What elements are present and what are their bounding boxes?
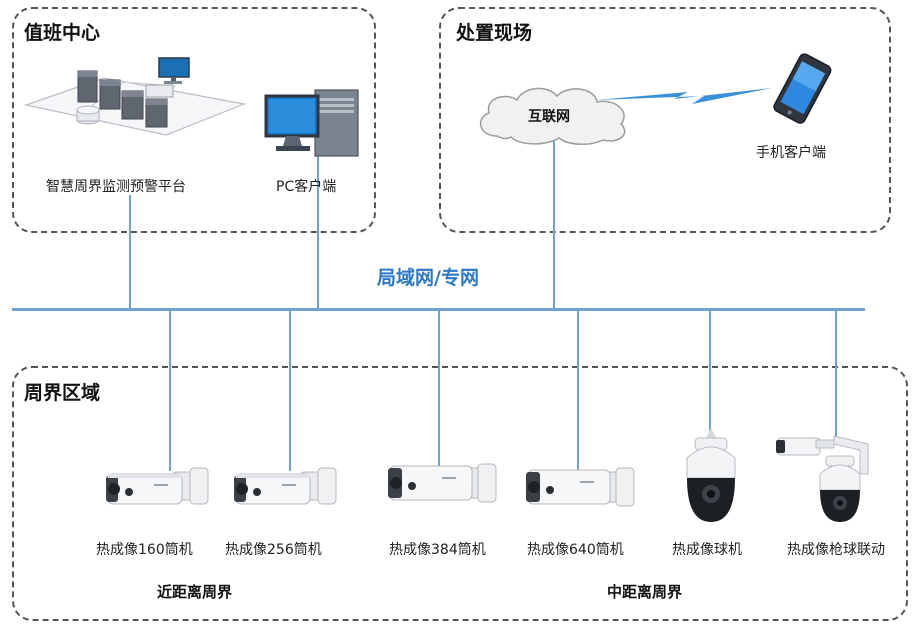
bullet-camera-icon (388, 463, 497, 503)
disposal-site-title: 处置现场 (456, 22, 533, 44)
camera-label: 热成像枪球联动 (787, 542, 885, 558)
desktop-computer-icon (264, 89, 359, 157)
camera-5-connector (709, 311, 711, 437)
duty-center-title: 值班中心 (24, 22, 101, 44)
network-title: 局域网/专网 (377, 267, 479, 289)
network-bus-line (12, 308, 865, 311)
camera-label: 热成像640筒机 (527, 542, 624, 558)
server-cluster-icon (23, 57, 247, 136)
camera-1-connector (169, 311, 171, 471)
camera-label: 热成像256筒机 (225, 542, 322, 558)
camera-2-connector (289, 311, 291, 471)
bullet-dome-linkage-icon (776, 435, 869, 522)
bullet-camera-icon (106, 467, 209, 505)
platform-connector (129, 195, 131, 309)
camera-3-connector (438, 311, 440, 466)
duty-center-zone (12, 7, 376, 233)
camera-6-connector (835, 311, 837, 439)
disposal-site-zone (439, 7, 891, 233)
camera-4-connector (577, 311, 579, 471)
bullet-camera-icon (526, 467, 635, 507)
near-range-label: 近距离周界 (157, 583, 233, 601)
mobile-client-label: 手机客户端 (756, 145, 826, 161)
camera-label: 热成像384筒机 (389, 542, 486, 558)
mobile-phone-icon (773, 53, 832, 124)
pc-connector (317, 150, 319, 309)
bullet-camera-icon (234, 467, 337, 505)
platform-label: 智慧周界监测预警平台 (46, 179, 186, 195)
dome-camera-icon (686, 428, 736, 522)
perimeter-area-title: 周界区域 (24, 382, 101, 404)
pc-client-label: PC客户端 (276, 179, 337, 195)
perimeter-area-zone (12, 366, 908, 621)
internet-cloud-icon (479, 87, 626, 145)
camera-label: 热成像球机 (672, 542, 742, 558)
camera-label: 热成像160筒机 (96, 542, 193, 558)
mid-range-label: 中距离周界 (607, 583, 683, 601)
wireless-signal-icon (596, 88, 772, 104)
internet-connector (553, 140, 555, 309)
internet-label: 互联网 (528, 109, 570, 125)
